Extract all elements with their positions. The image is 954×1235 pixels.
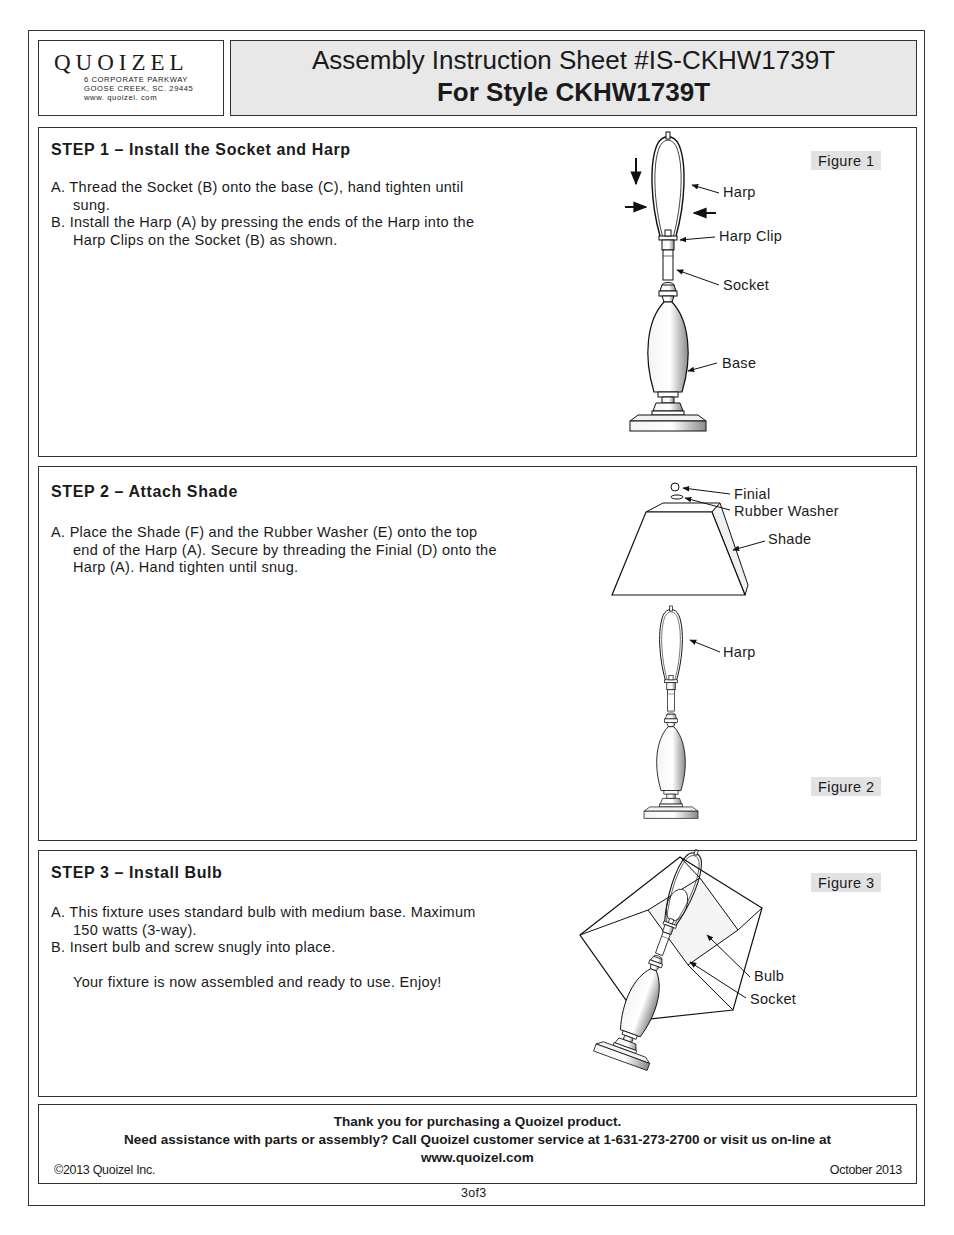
- step-text: A. Place the Shade (F) and the Rubber Wa…: [51, 524, 501, 577]
- copyright: ©2013 Quoizel Inc.: [54, 1163, 155, 1177]
- figure-tag: Figure 1: [811, 151, 881, 170]
- part-label: Base: [721, 355, 757, 371]
- part-label: Finial: [733, 486, 771, 502]
- date: October 2013: [830, 1163, 902, 1177]
- figure-tag: Figure 2: [811, 777, 881, 796]
- footer-box: Thank you for purchasing a Quoizel produ…: [38, 1104, 917, 1184]
- thanks-note: Thank you for purchasing a Quoizel produ…: [39, 1113, 916, 1131]
- part-label: Rubber Washer: [733, 503, 840, 519]
- step-panel: STEP 2 – Attach Shade A. Place the Shade …: [38, 466, 917, 841]
- sheet-title: Assembly Instruction Sheet #IS-CKHW1739T: [231, 45, 916, 76]
- part-label: Bulb: [753, 968, 785, 984]
- logo-box: QUOIZEL6 CORPORATE PARKWAY GOOSE CREEK, …: [38, 40, 224, 116]
- address: 6 CORPORATE PARKWAY GOOSE CREEK, SC. 294…: [84, 75, 206, 102]
- step-text: A. This fixture uses standard bulb with …: [51, 904, 481, 939]
- part-label: Harp: [722, 184, 757, 200]
- style-title: For Style CKHW1739T: [231, 77, 916, 108]
- step-panel: STEP 1 – Install the Socket and Harp A. T…: [38, 127, 917, 457]
- figure-label: Figure 1: [818, 153, 874, 169]
- figure-tag: Figure 3: [811, 873, 881, 892]
- part-label: Socket: [722, 277, 770, 293]
- step-heading: STEP 3 – Install Bulb: [51, 864, 222, 882]
- step-text: B. Install the Harp (A) by pressing the …: [51, 214, 501, 249]
- brand-logo: QUOIZEL: [54, 50, 189, 76]
- step-heading: STEP 1 – Install the Socket and Harp: [51, 141, 351, 159]
- part-label: Harp Clip: [718, 228, 783, 244]
- part-label: Socket: [749, 991, 797, 1007]
- page-number: 3of3: [460, 1186, 488, 1200]
- step-heading: STEP 2 – Attach Shade: [51, 483, 238, 501]
- part-label: Shade: [767, 531, 812, 547]
- closing-note: Your fixture is now assembled and ready …: [73, 974, 453, 992]
- figure-label: Figure 3: [818, 875, 874, 891]
- step-text: B. Insert bulb and screw snugly into pla…: [51, 939, 481, 957]
- support-note: Need assistance with parts or assembly? …: [119, 1131, 836, 1167]
- figure-label: Figure 2: [818, 779, 874, 795]
- title-box: Assembly Instruction Sheet #IS-CKHW1739T…: [230, 40, 917, 116]
- step-text: A. Thread the Socket (B) onto the base (…: [51, 179, 501, 214]
- part-label: Harp: [722, 644, 757, 660]
